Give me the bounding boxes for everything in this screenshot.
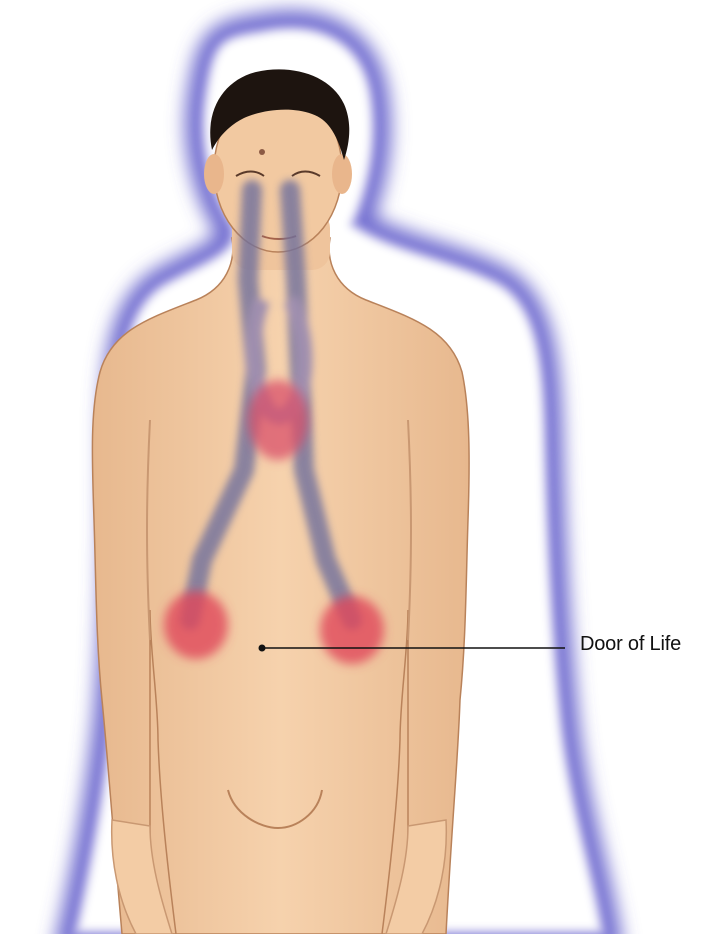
third-eye-point: [259, 149, 265, 155]
left-ear: [204, 154, 224, 194]
door-of-life-marker: [259, 645, 266, 652]
right-kidney: [320, 596, 384, 664]
right-ear: [332, 154, 352, 194]
left-kidney: [164, 591, 228, 659]
heart-region: [248, 380, 308, 460]
door-of-life-label: Door of Life: [580, 633, 681, 656]
